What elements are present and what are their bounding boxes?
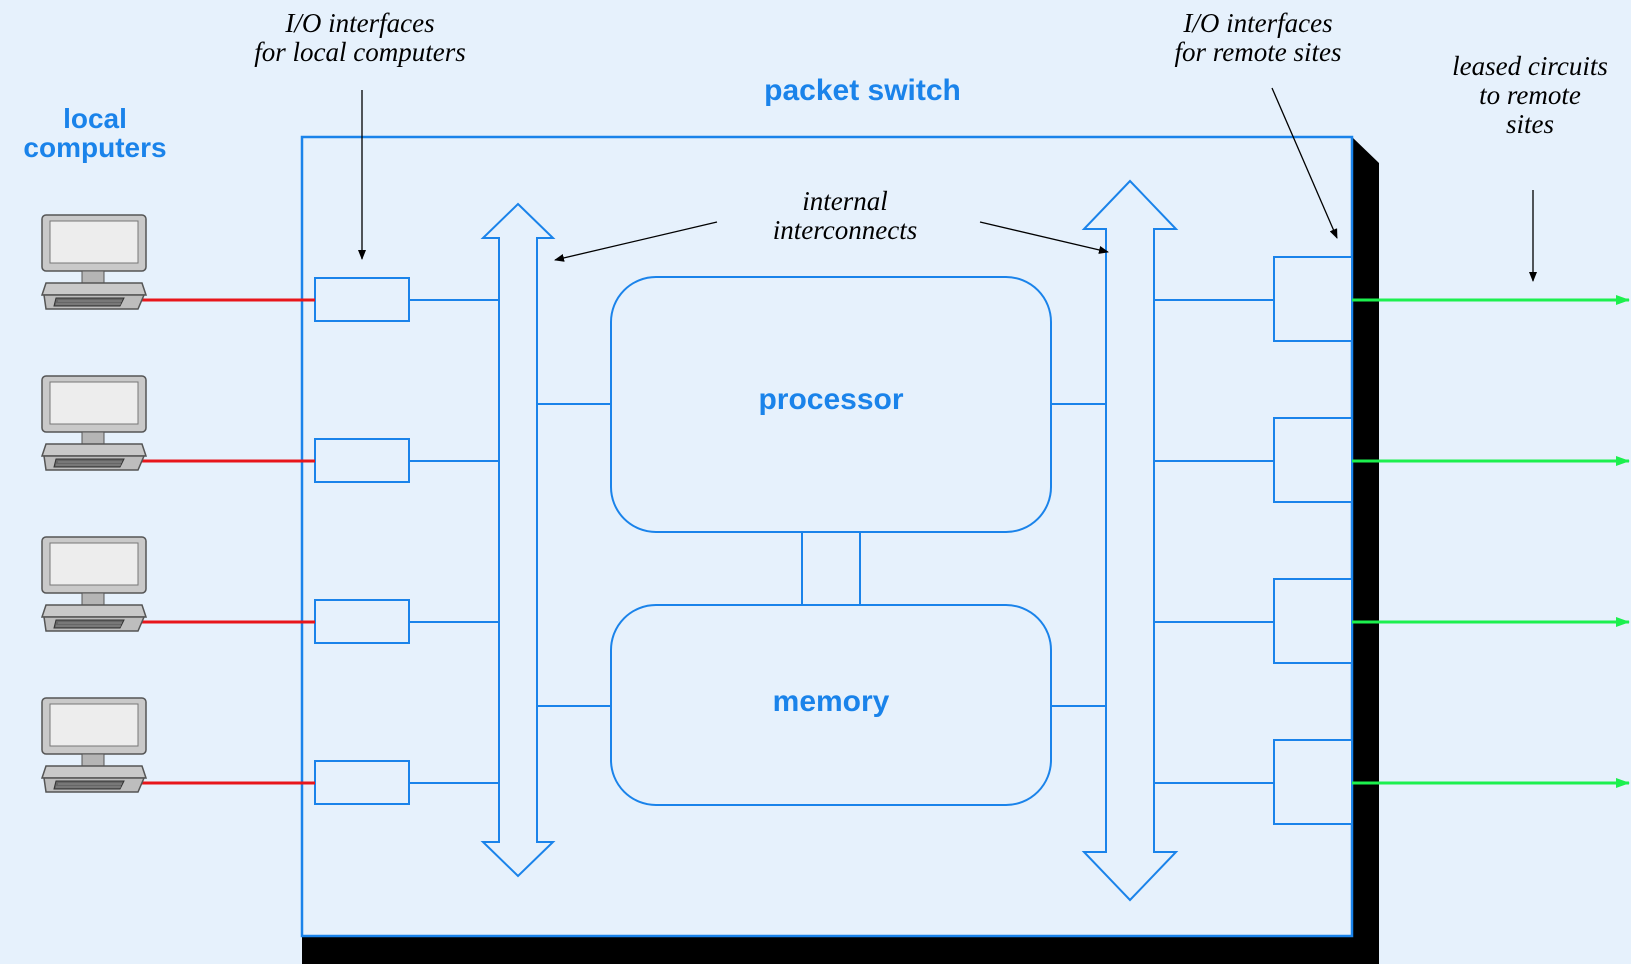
leased-circuits-annotation: leased circuits to remote sites xyxy=(1452,51,1608,139)
right-interconnect-arrow xyxy=(1081,179,1179,902)
local-io-interfaces xyxy=(314,277,410,805)
local-io-interface xyxy=(314,599,410,644)
io-remote-pointer xyxy=(1271,87,1338,239)
processor-label: processor xyxy=(758,383,904,416)
computer-icon xyxy=(41,375,147,471)
memory-label: memory xyxy=(772,685,890,718)
leased-circuits xyxy=(1352,295,1630,788)
local-io-interface xyxy=(314,438,410,483)
computer-icon xyxy=(41,214,147,310)
computer-icon xyxy=(41,697,147,793)
remote-io-interface xyxy=(1273,739,1353,825)
interconnect-pointer-left xyxy=(554,221,718,262)
remote-io-interface xyxy=(1273,578,1353,664)
remote-io-links xyxy=(1154,299,1274,784)
packet-switch-box xyxy=(300,135,1354,938)
annotation-pointers xyxy=(358,87,1537,282)
left-interconnect-arrow xyxy=(480,202,556,878)
local-computers-label: local computers xyxy=(23,103,167,163)
packet-switch-label: packet switch xyxy=(764,74,961,107)
local-links xyxy=(140,298,315,785)
io-local-annotation: I/O interfaces for local computers xyxy=(254,8,466,67)
interconnect-pointer-right xyxy=(979,221,1109,254)
remote-io-interfaces xyxy=(1273,256,1353,825)
remote-io-interface xyxy=(1273,256,1353,342)
interconnects-annotation: internal interconnects xyxy=(772,186,918,245)
computer-icon xyxy=(41,536,147,632)
remote-io-interface xyxy=(1273,417,1353,503)
io-remote-annotation: I/O interfaces for remote sites xyxy=(1174,8,1342,67)
local-io-links xyxy=(409,299,499,784)
local-io-interface xyxy=(314,760,410,805)
local-io-interface xyxy=(314,277,410,322)
